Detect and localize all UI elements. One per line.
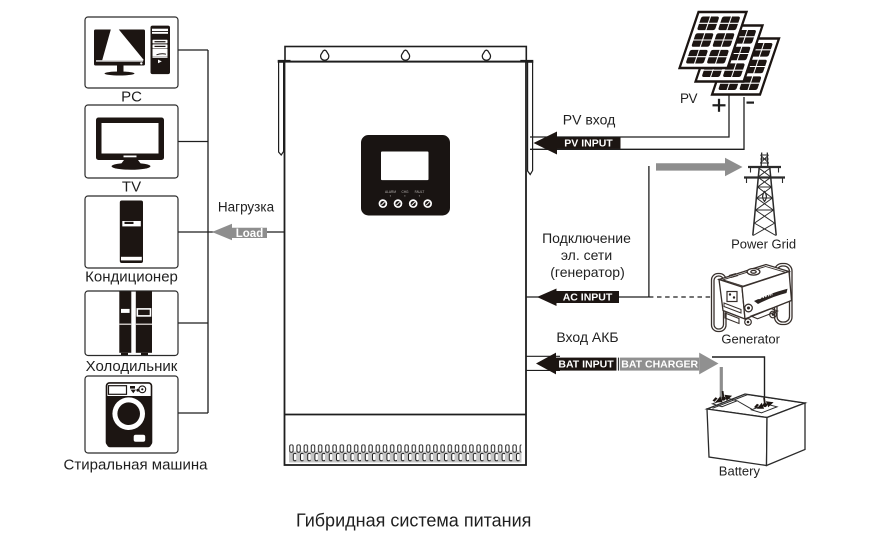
svg-text:Холодильник: Холодильник <box>86 358 178 375</box>
svg-text:Нагрузка: Нагрузка <box>218 200 275 215</box>
svg-text:(генератор): (генератор) <box>550 264 625 280</box>
svg-text:TV: TV <box>122 179 141 196</box>
svg-text:Стиральная машина: Стиральная машина <box>64 457 209 474</box>
svg-text:FAULT: FAULT <box>415 190 425 194</box>
svg-text:AC INPUT: AC INPUT <box>563 291 613 303</box>
svg-text:BAT INPUT: BAT INPUT <box>558 359 614 371</box>
svg-text:PC: PC <box>121 89 142 106</box>
svg-text:●: ● <box>390 194 392 197</box>
svg-text:ALARM: ALARM <box>385 190 396 194</box>
svg-text:Подключение: Подключение <box>542 230 631 246</box>
svg-text:BAT CHARGER: BAT CHARGER <box>621 359 698 371</box>
svg-text:PV INPUT: PV INPUT <box>564 138 613 150</box>
svg-text:Гибридная система питания: Гибридная система питания <box>296 511 531 531</box>
svg-text:Generator: Generator <box>721 332 780 347</box>
svg-text:Battery: Battery <box>719 464 761 479</box>
svg-text:SWM: SWM <box>757 290 775 302</box>
svg-text:эл. сети: эл. сети <box>561 247 612 263</box>
svg-text:Кондиционер: Кондиционер <box>85 269 178 286</box>
svg-text:CHG: CHG <box>401 190 409 194</box>
svg-text:Вход АКБ: Вход АКБ <box>556 329 618 345</box>
svg-text:●: ● <box>404 194 406 197</box>
svg-text:Power Grid: Power Grid <box>731 237 796 252</box>
svg-text:PV: PV <box>680 91 698 106</box>
svg-text:PV вход: PV вход <box>563 111 616 127</box>
svg-text:●: ● <box>419 194 421 197</box>
svg-text:Load: Load <box>236 228 263 240</box>
